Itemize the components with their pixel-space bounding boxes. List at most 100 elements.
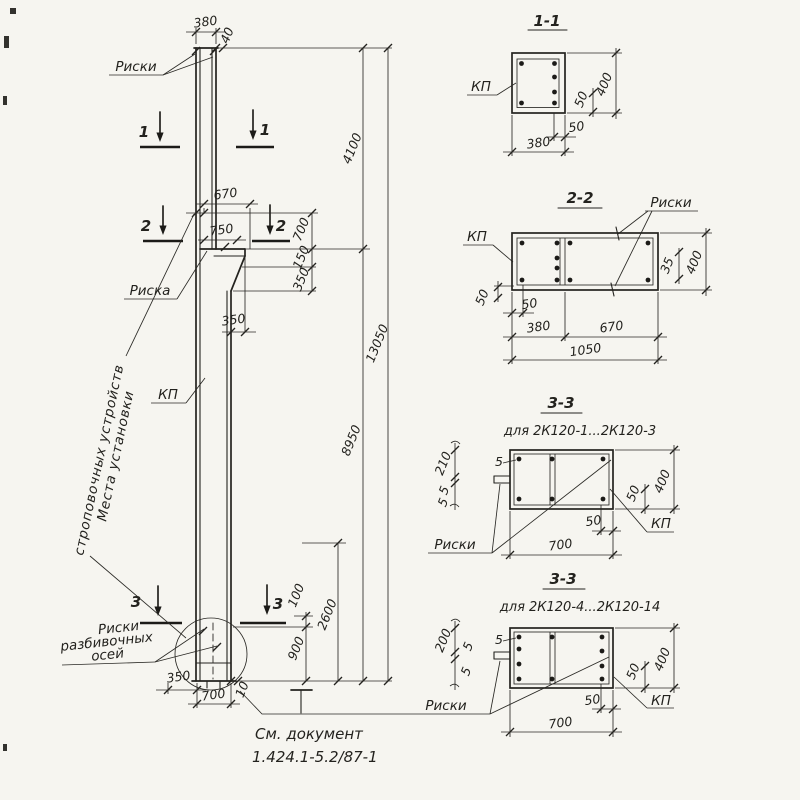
riski-label-top: Риски: [109, 53, 214, 76]
dim-s33a-5a: 5: [435, 484, 452, 497]
cut-2-right-label: 2: [276, 217, 286, 235]
riski-label-s33a: Риски: [428, 459, 612, 554]
section-1-1-title: 1-1: [533, 12, 560, 30]
cut-1-left: 1: [139, 111, 180, 149]
kp-label-front: КП: [151, 377, 206, 404]
kp-label-s11: КП: [467, 79, 517, 96]
dim-700-base: 700: [201, 685, 227, 703]
dim-s22-670: 670: [599, 317, 625, 335]
dim-s11-400: 400: [592, 70, 615, 98]
dim-s33a-400: 400: [650, 467, 673, 495]
cut-2-left-label: 2: [141, 217, 151, 235]
kp-label-s33b: КП: [613, 676, 674, 709]
dim-s22-35: 35: [657, 255, 677, 275]
dim-s33b-200: 200: [431, 626, 454, 654]
dim-base: 350 700 10: [156, 667, 252, 709]
kp-s11-text: КП: [471, 79, 491, 95]
riski-label-s33b: Риски: [425, 656, 610, 715]
section-2-2-title: 2-2: [566, 189, 593, 207]
kp-s22-text: КП: [467, 229, 487, 245]
dim-s33b-5bar: 5: [495, 632, 503, 647]
kp-front-text: КП: [158, 387, 178, 403]
dim-s11-380: 380: [526, 133, 552, 151]
dim-ledge: 670 750 350: [196, 184, 258, 337]
section-3-3b-title: 3-3: [549, 570, 576, 588]
axis-marks-label: Риски разбивочных осей: [59, 618, 218, 666]
dim-700-mark: 700: [289, 215, 312, 243]
riska-label: Риска: [124, 250, 208, 300]
dim-900: 900: [284, 634, 307, 662]
dim-8950: 8950: [338, 423, 364, 458]
cut-1-left-label: 1: [139, 123, 149, 141]
section-3-3a-subtitle: для 2К120-1...2К120-3: [503, 424, 656, 439]
dim-s22-1050: 1050: [569, 340, 603, 359]
cut-3-right: 3: [240, 584, 286, 625]
riski-label-s22: Риски: [614, 195, 698, 287]
kp-label-s33a: КП: [609, 488, 674, 533]
dim-s33b-700: 700: [548, 713, 574, 731]
mark-tab-s33a: [493, 475, 511, 484]
level-lines: [186, 47, 392, 682]
dim-s22-50l: 50: [472, 287, 492, 307]
mark-tab-s33b: [493, 651, 511, 660]
dims-s11: 400 50 50 380: [503, 48, 622, 157]
kp-label-s22: КП: [463, 229, 514, 263]
dim-s33b-5b: 5: [457, 665, 474, 678]
dim-s33a-700: 700: [548, 535, 574, 553]
dim-380-top: 380: [193, 12, 219, 30]
ground-level-symbol: [290, 689, 313, 714]
doc-note-line1: См. документ: [255, 725, 364, 743]
cut-3-left-label: 3: [131, 593, 141, 611]
base-riski-leader: [239, 690, 490, 715]
dim-100: 100: [284, 581, 307, 609]
dim-s33a-5b: 5: [434, 496, 451, 509]
riski-s33a-text: Риски: [434, 537, 475, 553]
dim-verticals: 4100 8950 13050 2600 100 900: [284, 43, 393, 686]
dim-s33a-50b: 50: [584, 512, 602, 529]
cut-2-right: 2: [252, 204, 290, 243]
dim-s22-400: 400: [682, 248, 705, 276]
install-note: Места установки строповочных устройств: [71, 213, 195, 639]
riski-s33b-text: Риски: [425, 698, 466, 714]
cut-3-right-label: 3: [273, 595, 283, 613]
dim-4100: 4100: [339, 131, 365, 166]
dim-s33b-50r: 50: [623, 661, 643, 681]
dims-s33b: 5 200 5 5 50 400 50 700: [431, 618, 680, 737]
dim-s11-50b: 50: [567, 118, 585, 135]
dim-670: 670: [213, 184, 239, 202]
dims-s33a: 5 210 5 5 50 400 50 700: [431, 440, 680, 560]
dim-s33b-400: 400: [650, 645, 673, 673]
dim-40: 40: [217, 25, 237, 45]
dim-13050: 13050: [362, 322, 391, 365]
section-3-3a-title: 3-3: [547, 394, 574, 412]
kp-s33a-text: КП: [651, 516, 671, 532]
dim-s11-50i: 50: [571, 89, 591, 109]
riska-marks: [191, 46, 230, 652]
dim-350-base: 350: [166, 667, 192, 685]
dim-top-width: 380: [186, 12, 226, 44]
riski-s22-text: Риски: [650, 195, 691, 211]
dim-s33a-5bar: 5: [495, 454, 503, 469]
dim-10: 10: [232, 679, 252, 699]
dim-top-offset: 40: [211, 25, 237, 53]
section-3-3a: 3-3 для 2К120-1...2К120-3 5 210 5 5 50: [428, 394, 680, 560]
axis-marks-line3: осей: [90, 645, 124, 664]
section-2-2: 2-2 Риски КП 400 35: [463, 189, 712, 365]
riski-top-text: Риски: [115, 59, 156, 75]
dim-s33a-50r: 50: [623, 483, 643, 503]
cut-2-left: 2: [141, 205, 183, 243]
front-view: 1 1 2 2 3 3: [59, 12, 490, 766]
doc-note: См. документ 1.424.1-5.2/87-1: [252, 725, 378, 766]
column-outline: [191, 47, 246, 689]
base-detail-circle: [174, 617, 248, 691]
section-1-1: 1-1 КП 400 50 50 380: [467, 12, 622, 157]
dim-2600: 2600: [314, 597, 340, 632]
cut-3-left: 3: [131, 585, 182, 625]
cut-1-right-label: 1: [260, 121, 270, 139]
doc-note-line2: 1.424.1-5.2/87-1: [252, 748, 378, 766]
section-3-3b-subtitle: для 2К120-4...2К120-14: [499, 600, 660, 615]
kp-s33b-text: КП: [651, 693, 671, 709]
scan-artifacts: [3, 8, 16, 751]
